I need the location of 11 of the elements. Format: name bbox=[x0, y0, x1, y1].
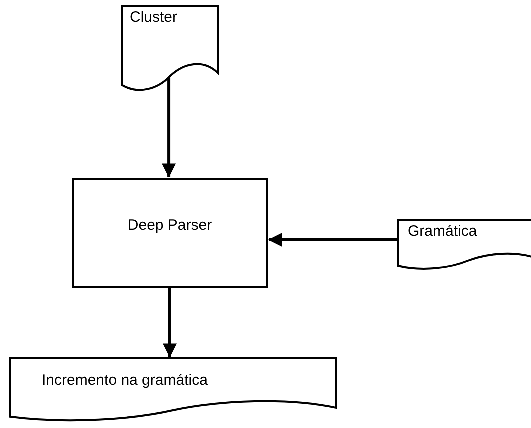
node-label: Gramática bbox=[408, 223, 478, 241]
node-label: Deep Parser bbox=[128, 217, 212, 235]
document-shape bbox=[122, 6, 218, 92]
document-shape bbox=[10, 358, 336, 422]
arrow bbox=[163, 288, 177, 358]
arrow bbox=[162, 74, 176, 178]
node-label: Cluster bbox=[130, 9, 178, 27]
document-shape bbox=[398, 220, 531, 270]
node-label: Incremento na gramática bbox=[42, 372, 208, 390]
process-box bbox=[72, 178, 268, 288]
arrow bbox=[268, 233, 398, 247]
